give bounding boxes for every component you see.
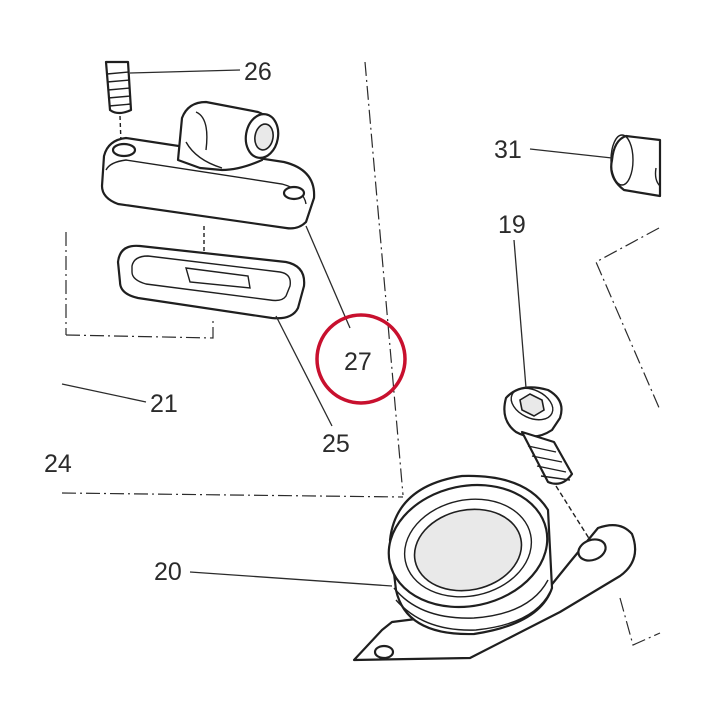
callout-27: 27: [344, 348, 372, 376]
gasket-25: [116, 244, 306, 320]
cover-27: [100, 100, 316, 268]
callout-19: 19: [498, 211, 526, 239]
part-31: [610, 134, 662, 198]
group-boundary-lines: [61, 61, 661, 646]
highlight-circle: [315, 313, 407, 405]
screw-26: [104, 60, 133, 144]
callout-26: 26: [244, 58, 272, 86]
leader-lines: [61, 69, 613, 587]
callout-31: 31: [494, 136, 522, 164]
callout-25: 25: [322, 430, 350, 458]
callout-20: 20: [154, 558, 182, 586]
manifold-20: [352, 474, 637, 662]
callout-24: 24: [44, 450, 72, 478]
callout-21: 21: [150, 390, 178, 418]
bolt-19: [503, 386, 591, 541]
